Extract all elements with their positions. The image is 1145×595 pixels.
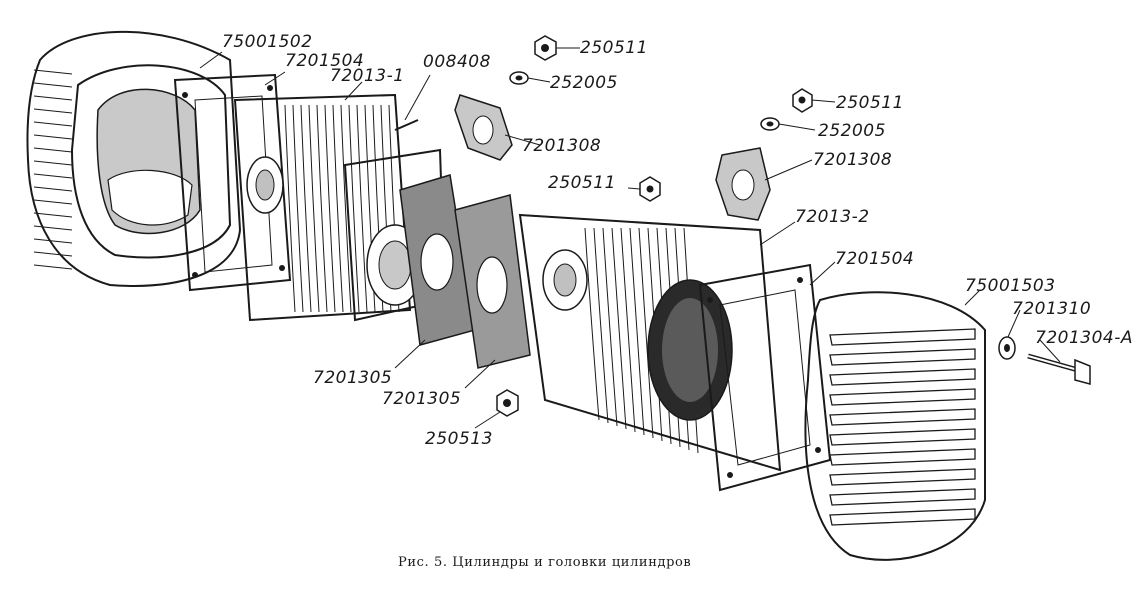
louver-slat bbox=[829, 388, 976, 406]
right-gasket bbox=[698, 263, 832, 492]
flange-gasket-right-part bbox=[715, 147, 771, 221]
washer-top-part bbox=[509, 71, 529, 85]
label-nut-bottom: 250513 bbox=[425, 429, 493, 449]
label-washer-mid-right: 252005 bbox=[818, 121, 886, 141]
cooling-fin bbox=[33, 82, 73, 88]
cooling-fin bbox=[33, 173, 73, 179]
label-head-cover-left: 75001502 bbox=[222, 32, 313, 52]
cooling-fin bbox=[33, 199, 73, 205]
cylinder-fin bbox=[308, 104, 320, 313]
cylinder-fin bbox=[284, 104, 296, 313]
left-head-cover bbox=[26, 30, 242, 287]
label-gasket-right: 7201504 bbox=[835, 249, 914, 269]
cooling-fin bbox=[33, 147, 73, 153]
cooling-fin bbox=[33, 160, 73, 166]
cylinder-fin bbox=[316, 104, 328, 313]
cylinder-fin bbox=[629, 227, 645, 436]
label-washer-top: 252005 bbox=[550, 73, 618, 93]
cooling-fin bbox=[33, 225, 73, 231]
cylinder-fin bbox=[638, 227, 654, 439]
bolt-part bbox=[1027, 353, 1091, 385]
label-cylinder-right: 72013-2 bbox=[795, 207, 870, 227]
cylinder-fin bbox=[593, 227, 609, 424]
label-washer-bolt: 7201310 bbox=[1012, 299, 1091, 319]
cylinder-fin bbox=[348, 104, 360, 313]
left-gasket bbox=[173, 73, 292, 292]
base-gasket-right bbox=[454, 194, 531, 369]
cylinder-fin bbox=[611, 227, 627, 430]
cylinder-fin bbox=[584, 227, 600, 421]
louver-slat bbox=[829, 328, 976, 346]
label-bolt: 7201304-A bbox=[1035, 328, 1133, 348]
louver-slat bbox=[829, 488, 976, 506]
nut-top-part bbox=[534, 35, 557, 61]
louver-slat bbox=[829, 368, 976, 386]
right-head-cover bbox=[804, 291, 986, 561]
louver-slat bbox=[829, 468, 976, 486]
cooling-fin bbox=[33, 95, 73, 101]
label-flange-gasket-left: 7201308 bbox=[522, 136, 601, 156]
cylinder-fin bbox=[602, 227, 618, 427]
washer-bolt-part bbox=[998, 336, 1016, 360]
nut-bottom-part bbox=[496, 389, 519, 417]
label-nut-mid-right: 250511 bbox=[836, 93, 904, 113]
nut-center-part bbox=[639, 176, 661, 202]
label-base-gasket-2: 7201305 bbox=[382, 389, 461, 409]
right-cylinder bbox=[518, 213, 782, 472]
cooling-fin bbox=[33, 121, 73, 127]
cooling-fin bbox=[33, 186, 73, 192]
label-cylinder-left: 72013-1 bbox=[330, 66, 405, 86]
label-nut-center: 250511 bbox=[548, 173, 616, 193]
label-head-cover-right: 75001503 bbox=[965, 276, 1056, 296]
cylinder-fin bbox=[292, 104, 304, 313]
flange-gasket-left-part bbox=[454, 94, 513, 161]
label-flange-gasket-right: 7201308 bbox=[813, 150, 892, 170]
louver-slat bbox=[829, 348, 976, 366]
cylinder-fin bbox=[620, 227, 636, 433]
leader-lines bbox=[199, 47, 1061, 429]
washer-mid-right-part bbox=[760, 117, 780, 131]
cooling-fin bbox=[33, 251, 73, 257]
louver-slat bbox=[829, 508, 976, 526]
cooling-fin bbox=[33, 134, 73, 140]
cylinder-fin bbox=[324, 104, 336, 313]
cooling-fin bbox=[33, 69, 73, 75]
part-labels: 75001502 7201504 72013-1 008408 250511 2… bbox=[222, 32, 1133, 449]
cylinder-fin bbox=[340, 104, 352, 313]
label-stud: 008408 bbox=[423, 52, 491, 72]
label-base-gasket-1: 7201305 bbox=[313, 368, 392, 388]
louver-slat bbox=[829, 448, 976, 466]
cooling-fin bbox=[33, 264, 73, 270]
cylinder-fin bbox=[332, 104, 344, 313]
cooling-fin bbox=[33, 238, 73, 244]
label-gasket-left: 7201504 bbox=[285, 51, 364, 71]
nut-mid-right-part bbox=[792, 88, 813, 113]
louver-slat bbox=[829, 428, 976, 446]
figure-caption: Рис. 5. Цилиндры и головки цилиндров bbox=[398, 555, 691, 570]
cooling-fin bbox=[33, 212, 73, 218]
label-nut-top: 250511 bbox=[580, 38, 648, 58]
cylinder-fin bbox=[356, 104, 368, 313]
louver-slat bbox=[829, 408, 976, 426]
cooling-fin bbox=[33, 108, 73, 114]
cylinder-fin bbox=[300, 104, 312, 313]
